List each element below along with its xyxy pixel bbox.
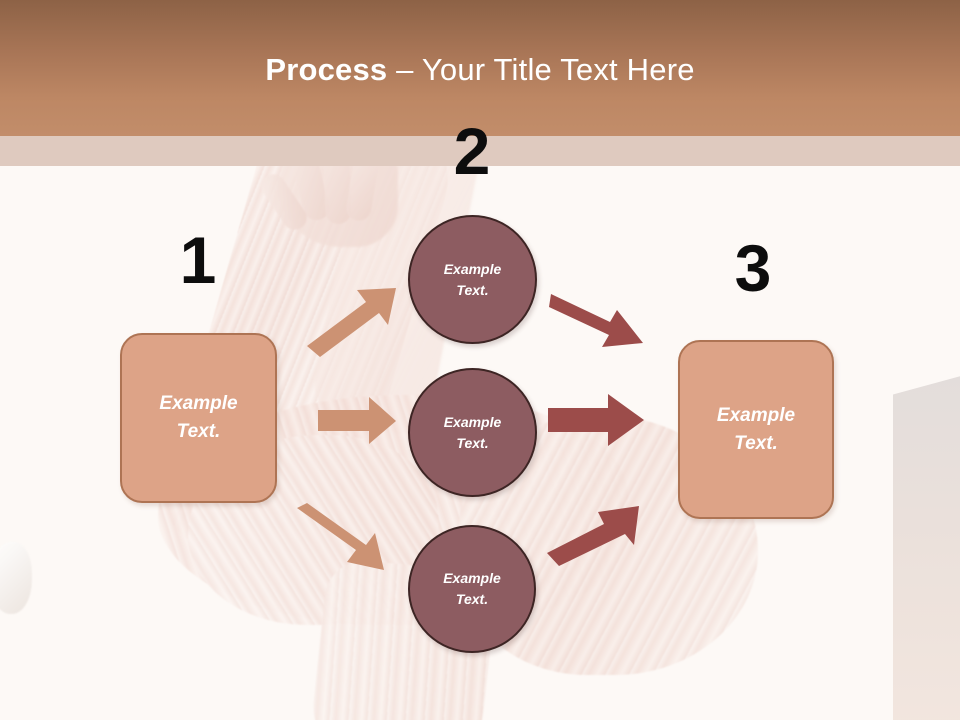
process-box-right-text: Example Text.	[717, 402, 795, 457]
background-edge-slab-right	[893, 370, 960, 720]
page-title: Process – Your Title Text Here	[0, 52, 960, 88]
step-number-2: 2	[453, 114, 491, 188]
process-circle-top[interactable]: Example Text.	[408, 215, 537, 344]
process-circle-top-line2: Text.	[456, 281, 489, 298]
process-circle-top-line1: Example	[443, 260, 502, 277]
process-circle-top-text: Example Text.	[444, 259, 502, 301]
background-edge-blob-left	[0, 542, 32, 614]
arrow-right-up-icon[interactable]	[547, 506, 639, 566]
process-box-left-line2: Text.	[176, 421, 221, 442]
process-box-right-line1: Example	[716, 404, 796, 426]
process-circle-middle-text: Example Text.	[444, 412, 502, 454]
process-circle-bottom-text: Example Text.	[443, 568, 501, 610]
process-box-left-text: Example Text.	[159, 390, 237, 445]
arrow-right-middle-icon[interactable]	[548, 394, 644, 446]
process-circle-middle-line2: Text.	[456, 434, 489, 451]
process-circle-bottom-line1: Example	[443, 570, 501, 586]
process-circle-middle[interactable]: Example Text.	[408, 368, 537, 497]
process-box-right-line2: Text.	[734, 432, 778, 454]
arrow-left-middle-icon[interactable]	[318, 397, 396, 444]
header-band	[0, 0, 960, 136]
page-title-bold: Process	[265, 52, 388, 87]
process-box-left-line1: Example	[159, 393, 238, 415]
muscle-thumb	[256, 169, 312, 235]
process-circle-middle-line1: Example	[443, 413, 502, 430]
arrow-right-down-icon[interactable]	[549, 294, 643, 347]
step-number-3: 3	[734, 231, 772, 305]
arrow-left-up-icon[interactable]	[307, 288, 396, 357]
process-circle-bottom[interactable]: Example Text.	[408, 525, 536, 653]
process-box-left[interactable]: Example Text.	[120, 333, 277, 503]
arrow-left-down-icon[interactable]	[297, 503, 384, 570]
process-box-right[interactable]: Example Text.	[678, 340, 834, 519]
page-title-rest: – Your Title Text Here	[387, 52, 695, 87]
step-number-1: 1	[179, 223, 217, 297]
header-accent-stripe	[0, 136, 960, 166]
process-circle-bottom-line2: Text.	[455, 591, 489, 607]
